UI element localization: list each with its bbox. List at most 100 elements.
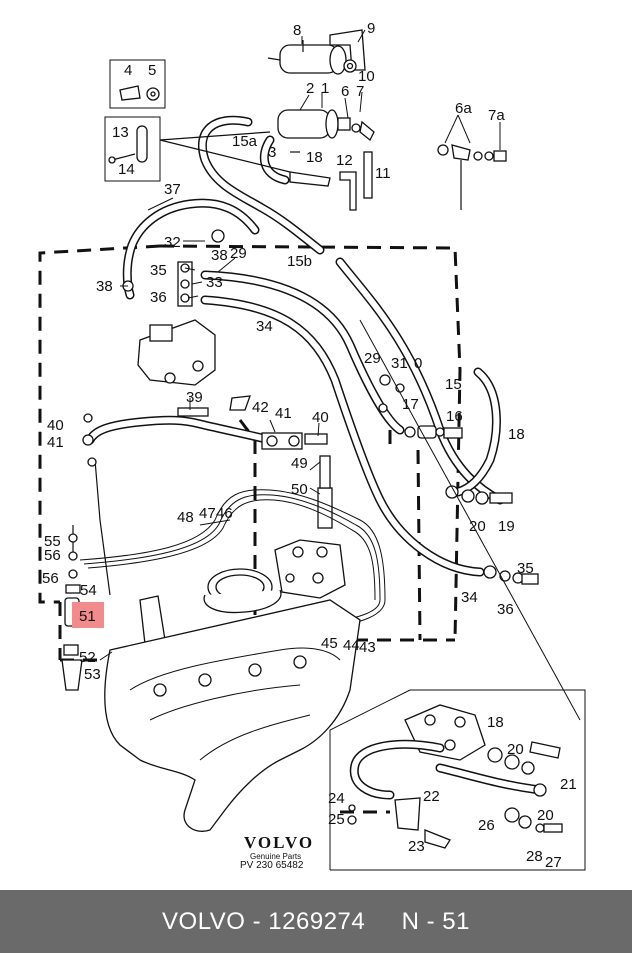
callout: 48 [177,509,194,526]
fuel-distributor [274,455,346,599]
callout: 34 [461,589,478,606]
callout: 56 [42,570,59,587]
callout: 14 [118,161,135,178]
callout: 55 [44,533,61,550]
highlight-box [72,602,104,628]
callout: 54 [80,582,97,599]
callout: 17 [402,396,419,413]
footer-part-number: 1269274 [268,907,366,935]
fuel-filter [277,109,375,142]
callout: 4 [124,62,132,79]
callout: 37 [164,181,181,198]
callout: 44 [343,637,360,654]
callout: 35 [517,560,534,577]
callout: 12 [336,152,353,169]
callout: 16 [446,408,463,425]
callout: 18 [508,426,525,443]
callout: 18 [487,714,504,731]
callout: 43 [359,639,376,656]
callout: 13 [112,124,129,141]
detail-box-4-5 [109,59,166,109]
callout: 26 [478,817,495,834]
logo-line2: PV 230 65482 [240,860,304,871]
fuel-pump-assembly [267,29,366,75]
callout: 7a [488,107,505,124]
callout: 27 [545,854,562,871]
detail-box-13-14 [104,116,291,182]
callout: 41 [47,434,64,451]
pressure-regulator [122,229,225,386]
logo-line1: Genuine Parts [250,852,301,861]
callout-labels: 8 9 4 5 10 2 1 6 7 13 15a 3 18 12 11 14 … [42,20,577,871]
footer-ref-separator: - [426,907,436,935]
callout: 36 [497,601,514,618]
callout: 39 [186,389,203,406]
footer-caption: VOLVO - 1269274 N - 51 [162,908,470,936]
fittings-top-right [289,144,507,211]
fittings-right-middle [177,374,539,585]
footer-bar: VOLVO - 1269274 N - 51 [0,890,632,953]
hoses-top [197,115,505,505]
callout: 45 [321,635,338,652]
callout: 9 [367,20,375,37]
throttle-housing [203,568,282,614]
callout: 6 [341,83,349,100]
callout: 29 [230,245,247,262]
callout: 2 [306,80,314,97]
callout: 15b [287,253,312,270]
callout: 15a [232,133,258,150]
intake-manifold [104,599,361,832]
callout: 3 [268,144,276,161]
callout: 11 [375,165,391,182]
detail-box-bottom [329,319,586,871]
callout: 31 [391,355,408,372]
callout: 49 [291,455,308,472]
callout: 19 [498,518,515,535]
callout: 10 [358,68,375,85]
callout: 24 [328,790,345,807]
callout: 20 [469,518,486,535]
callout: 5 [148,62,156,79]
callout: 0 [414,355,422,372]
callout: 23 [408,838,425,855]
leader-lines [99,29,501,661]
callout: 18 [306,149,323,166]
footer-ref-prefix: N [401,907,420,935]
footer-separator: - [252,907,262,935]
callout: 1 [321,80,329,97]
callout: 52 [79,649,96,666]
callout: 56 [44,547,61,564]
callout: 28 [526,848,543,865]
logo-brand: VOLVO [244,833,314,852]
callout: 20 [507,741,524,758]
callout: 22 [423,788,440,805]
callout: 20 [537,807,554,824]
callout-highlighted: 51 [79,608,96,625]
callout: 7 [356,83,364,100]
callout: 33 [206,274,223,291]
callout: 53 [84,666,101,683]
hoses-left [85,198,485,577]
callout: 34 [256,318,273,335]
callout: 38 [96,278,113,295]
parts-diagram: 8 9 4 5 10 2 1 6 7 13 15a 3 18 12 11 14 … [38,20,586,871]
callout: 29 [364,350,381,367]
volvo-logo: VOLVO Genuine Parts PV 230 65482 [240,833,314,871]
callout: 21 [560,776,577,793]
callout: 6a [455,100,472,117]
callout: 42 [252,399,269,416]
callout: 25 [328,811,345,828]
callout: 40 [47,417,64,434]
callout: 41 [275,405,292,422]
callout: 38 [211,247,228,264]
callout: 15 [445,376,462,393]
footer-brand: VOLVO [162,907,246,935]
callout: 35 [150,262,167,279]
callout: 40 [312,409,329,426]
callout: 47 [199,505,216,522]
callout: 46 [216,505,233,522]
callout: 8 [293,22,301,39]
callout: 32 [164,234,181,251]
callout: 36 [150,289,167,306]
footer-ref-number: 51 [442,907,470,935]
